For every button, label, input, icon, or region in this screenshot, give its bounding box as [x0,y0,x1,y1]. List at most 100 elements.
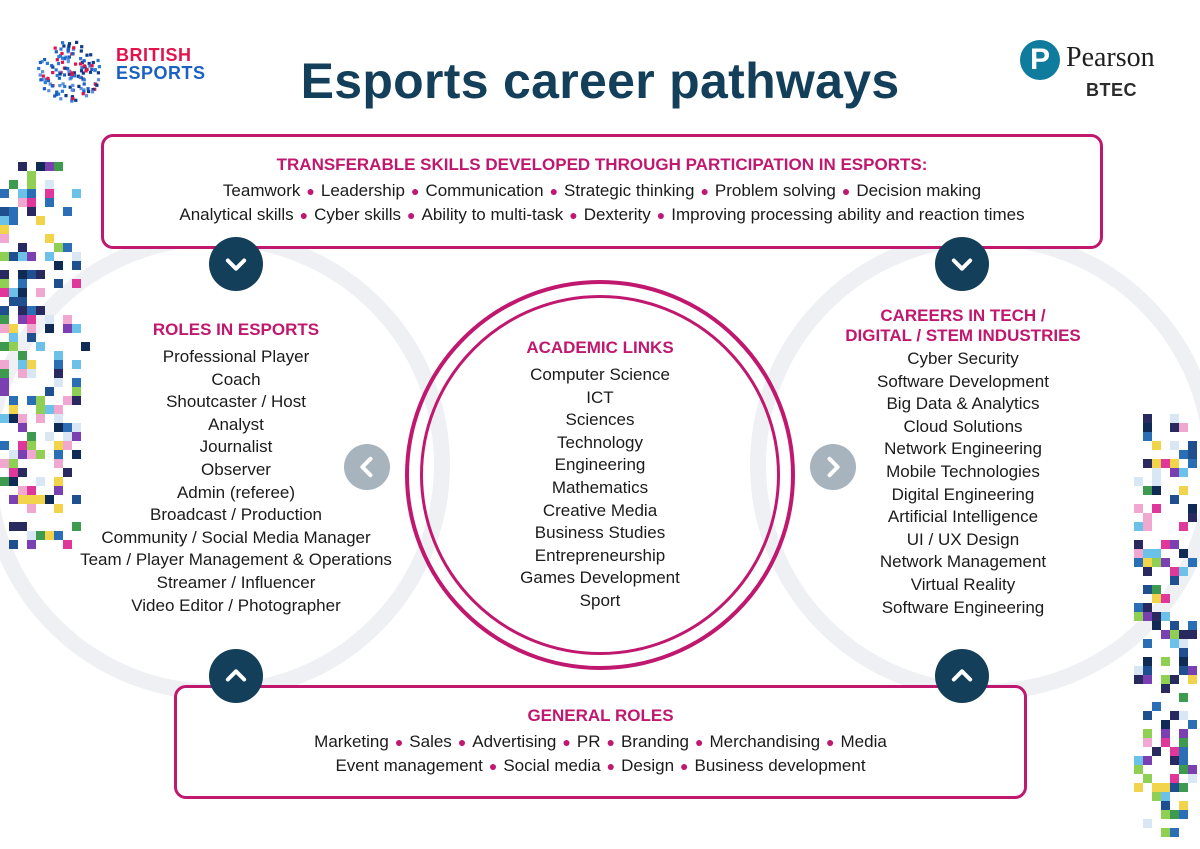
logo-dot [45,61,49,65]
skills-row-2: Analytical skills●Cyber skills●Ability t… [104,203,1100,227]
pixel [54,504,63,513]
pixel [1152,747,1161,756]
pixel [27,369,36,378]
pixel [18,270,27,279]
pixel [9,180,18,189]
pixel [9,540,18,549]
list-item: Digital Engineering [891,484,1035,504]
pixel [1161,729,1170,738]
pixel [18,252,27,261]
logo-dot [90,67,94,71]
pearson-btec-logo: P Pearson BTEC [1020,36,1180,106]
pixel [63,324,72,333]
bullet-separator: ● [549,183,559,199]
pixel [1188,504,1197,513]
logo-dot [64,94,68,98]
pixel [1179,666,1188,675]
pixel [0,459,9,468]
logo-dot [70,99,74,103]
logo-dot [47,89,51,93]
chevron-left-button[interactable] [344,444,390,490]
pixel [36,405,45,414]
pixel [9,297,18,306]
logo-dot [70,72,74,77]
logo-dot [67,44,71,48]
bullet-separator: ● [680,758,689,774]
pixel [36,414,45,423]
bullet-separator: ● [606,758,616,774]
logo-dot [67,55,71,59]
logo-dot [48,82,52,86]
pixel [36,342,45,351]
pearson-p-icon: P [1020,40,1060,80]
pearson-name: Pearson [1066,42,1155,73]
logo-dot [96,78,101,82]
pixel [27,450,36,459]
logo-dot [59,97,63,101]
logo-dot [43,81,47,85]
pixel [63,468,72,477]
bullet-separator: ● [299,207,309,223]
logo-dot [57,92,61,96]
pixel [1161,558,1170,567]
pixel [1143,738,1152,747]
pixel [18,468,27,477]
chevron-down-button-right[interactable] [935,237,989,291]
bullet-separator: ● [700,183,709,199]
pixel [1143,414,1152,423]
pixel [27,270,36,279]
pixel [1179,729,1188,738]
pixel [18,189,27,198]
pixel [1143,729,1152,738]
pixel [9,450,18,459]
logo-dot [41,74,45,78]
list-item: Analytical skills [179,205,294,224]
list-item: Admin (referee) [176,482,296,502]
list-item: Big Data & Analytics [886,394,1040,414]
pixel [1134,522,1143,531]
pixel [27,198,36,207]
chevron-up-button-left[interactable] [209,649,263,703]
lion-logo-icon [37,40,101,103]
logo-dot [42,87,46,91]
pixel [45,234,54,243]
logo-dot [50,64,54,68]
pixel [18,414,27,423]
pixel [1170,441,1179,450]
pixel [0,342,9,351]
bullet-separator: ● [695,734,704,750]
pixel [18,198,27,207]
list-item: Advertising [472,732,557,751]
logo-dot [79,57,83,61]
chevron-down-button-left[interactable] [209,237,263,291]
pixel [54,369,63,378]
roles-in-esports-title: ROLES IN ESPORTS [152,320,320,339]
pixel [1134,612,1143,621]
pixel [9,414,18,423]
chevron-up-button-right[interactable] [935,649,989,703]
list-item: Games Development [520,568,680,588]
logo-dot [74,98,78,102]
logo-dot [79,69,84,73]
pixel [1170,540,1179,549]
list-item: Leadership [320,181,405,200]
pixel [1161,810,1170,819]
pixel [0,378,9,387]
pixel [1152,549,1161,558]
pixel [9,522,18,531]
logo-dot [53,46,57,50]
pixel [27,324,36,333]
logo-dot [66,57,70,61]
chevron-right-button[interactable] [810,444,856,490]
pixel [27,504,36,513]
pixel [1161,612,1170,621]
logo-dot [70,88,74,92]
pixel [1143,711,1152,720]
pixel [0,234,9,243]
pixel [1134,504,1143,513]
logo-dot [55,58,59,62]
pixel [9,468,18,477]
pixel [1134,540,1143,549]
